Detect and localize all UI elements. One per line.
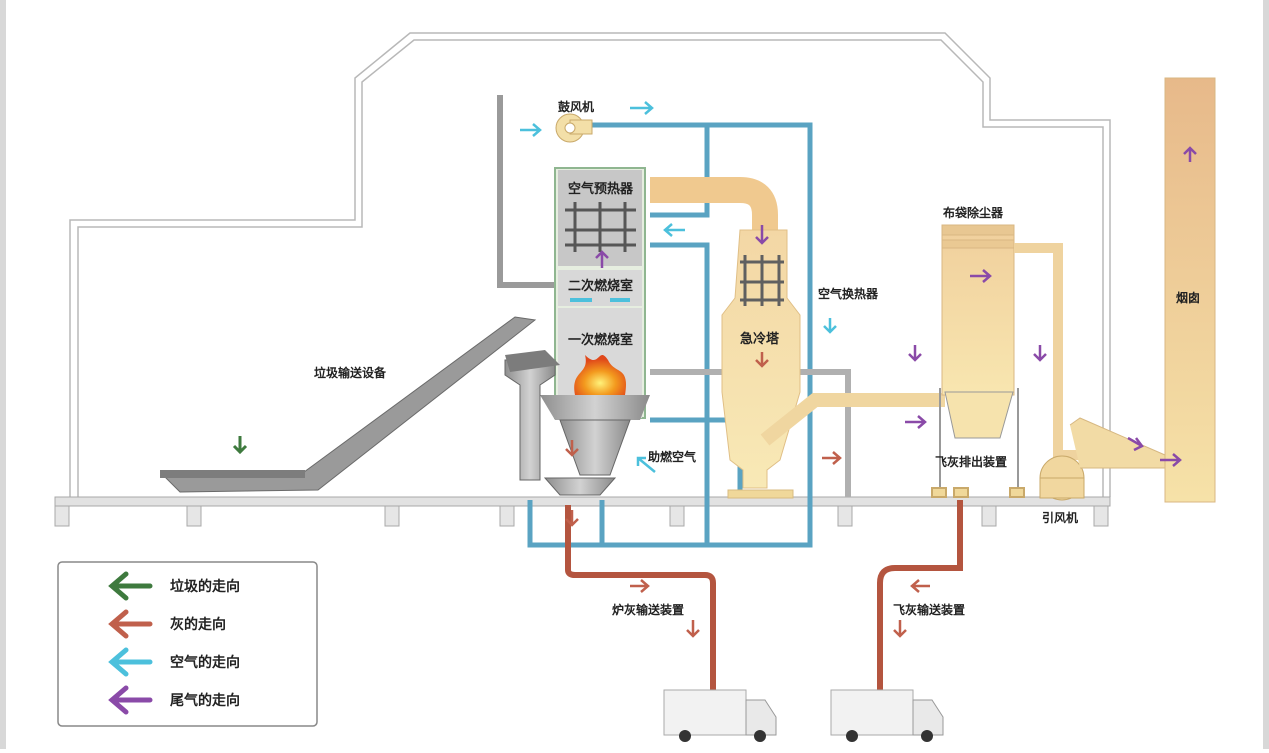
legend-label: 垃圾的走向 (170, 578, 240, 595)
legend-item: 灰的走向 (108, 609, 226, 639)
air-arrows (520, 101, 837, 473)
label-primary-chamber: 一次燃烧室 (568, 332, 633, 348)
chimney (1164, 77, 1216, 503)
waste-arrows (232, 436, 248, 455)
label-air-preheater: 空气预热器 (568, 181, 634, 197)
blower (555, 113, 593, 143)
truck-right (830, 689, 944, 742)
legend-box (57, 561, 318, 727)
ash-arrows (565, 352, 930, 638)
flue-duct-to-quench (650, 177, 778, 235)
label-fly-ash-conveyor: 飞灰输送装置 (893, 602, 965, 617)
label-id-fan: 引风机 (1042, 510, 1078, 525)
waste-conveyor (160, 316, 537, 493)
label-air-heat-exchanger: 空气换热器 (818, 286, 879, 301)
truck-left (663, 689, 777, 742)
label-blower: 鼓风机 (558, 99, 594, 114)
legend-item: 垃圾的走向 (108, 571, 240, 601)
legend-arrow-icon (108, 609, 153, 639)
label-fly-ash-discharge: 飞灰排出装置 (935, 454, 1007, 469)
flame (574, 355, 627, 395)
label-chimney: 烟囱 (1176, 290, 1200, 305)
duct-filter-to-fan (1014, 243, 1080, 460)
bag-filter (941, 224, 1015, 396)
exchanger-pipe (650, 369, 851, 497)
legend-label: 空气的走向 (170, 654, 240, 671)
legend-arrow-icon (108, 647, 153, 677)
building-outline (69, 32, 1111, 497)
label-quench-tower: 急冷塔 (740, 331, 780, 347)
legend-label: 尾气的走向 (170, 692, 240, 709)
right-border (1263, 0, 1269, 749)
label-bottom-ash-conveyor: 炉灰输送装置 (612, 602, 684, 617)
id-fan (1039, 417, 1166, 501)
furnace (504, 167, 650, 496)
legend-item: 尾气的走向 (108, 685, 240, 715)
label-combustion-air: 助燃空气 (648, 449, 696, 464)
quench-tower-base (727, 489, 794, 499)
left-border (0, 0, 6, 749)
legend-label: 灰的走向 (170, 616, 226, 633)
legend-item: 空气的走向 (108, 647, 240, 677)
exhaust-arrows (595, 146, 1197, 467)
label-bag-filter: 布袋除尘器 (943, 205, 1004, 220)
label-secondary-chamber: 二次燃烧室 (568, 278, 633, 294)
legend-arrow-icon (108, 685, 153, 715)
intake-pipe (497, 95, 555, 288)
ground-slab (54, 496, 1111, 527)
fly-ash-hopper (944, 391, 1014, 439)
legend-arrow-icon (108, 571, 153, 601)
ash-piping (565, 500, 963, 690)
duct-to-filter (760, 393, 945, 446)
quench-grid (740, 255, 784, 306)
label-conveyor: 垃圾输送设备 (314, 365, 387, 380)
